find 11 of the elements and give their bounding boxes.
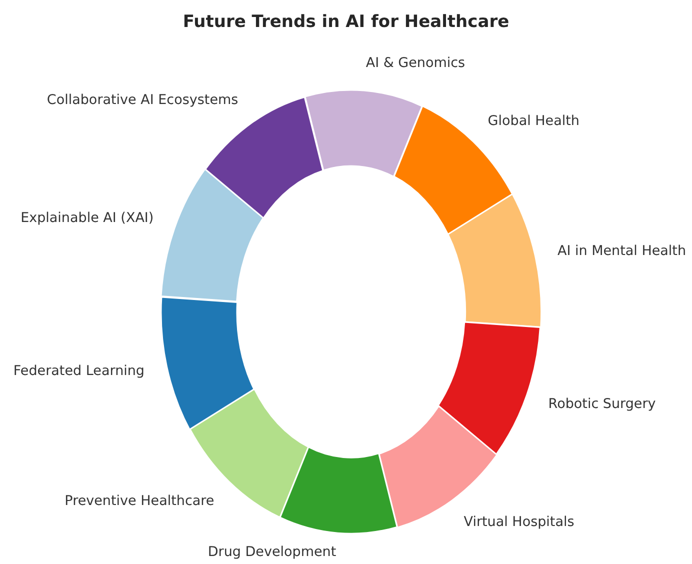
chart-title: Future Trends in AI for Healthcare [182,11,510,34]
segment-label: Collaborative AI Ecosystems [46,94,238,108]
segment-label: Global Health [488,114,580,128]
segment-label: Preventive Healthcare [64,495,214,509]
segment-label: AI in Mental Health [557,244,686,258]
segment-label: Drug Development [208,546,336,560]
segment-label: Explainable AI (XAI) [20,212,154,226]
segment-label: Robotic Surgery [548,398,656,412]
segment-label: Virtual Hospitals [464,516,574,530]
segment-label: AI & Genomics [366,56,466,70]
segment-label: Federated Learning [13,365,145,379]
